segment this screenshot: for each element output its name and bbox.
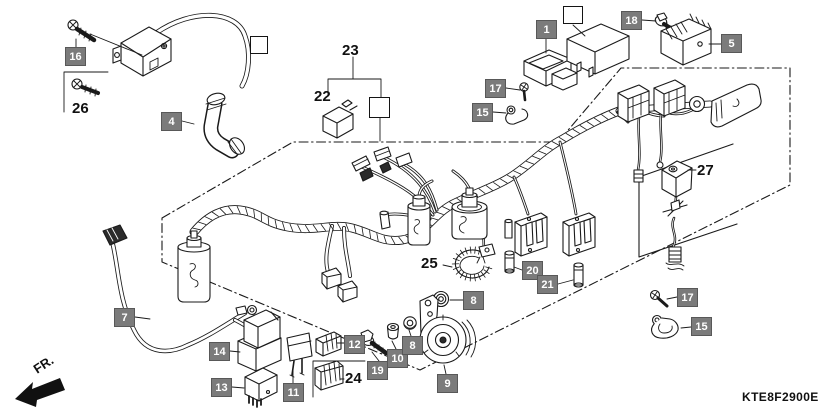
part-number-27[interactable]: 27 (697, 162, 714, 179)
upper-connector-cluster-sketch (351, 146, 413, 230)
clamp-15-bottom-sketch (651, 314, 679, 339)
relay-unit-14-sketch (237, 309, 282, 372)
rubber-mount-27-sketch (661, 160, 693, 271)
sub-region-border-27 (638, 143, 738, 258)
empty-callout-box-2[interactable] (563, 6, 583, 24)
part-label-11[interactable]: 11 (283, 383, 304, 402)
part-label-1[interactable]: 1 (536, 20, 557, 39)
connector-24-sketch (314, 360, 344, 391)
connector-1-sketch (523, 49, 578, 91)
screw-17-bottom-sketch (649, 289, 669, 308)
clip-15-top-sketch (505, 105, 529, 125)
spark-plug-cap-sketch (203, 92, 246, 159)
part-label-5[interactable]: 5 (721, 34, 742, 53)
assembly-boundary-border (161, 67, 791, 371)
regulator-5-sketch (660, 13, 712, 66)
right-connector-group-sketch (617, 79, 762, 128)
tube-part-21-sketch (573, 262, 584, 288)
coupler-plate-a-sketch (514, 212, 548, 257)
part-label-19[interactable]: 19 (367, 361, 388, 380)
condenser-left-sketch (177, 230, 211, 303)
relay-22-sketch (322, 99, 358, 139)
part-label-17-2[interactable]: 17 (677, 288, 698, 307)
part-label-18[interactable]: 18 (621, 11, 642, 30)
leader-lines (63, 19, 722, 398)
part-label-21[interactable]: 21 (537, 275, 558, 294)
horn-9-sketch (419, 294, 477, 364)
part-label-8[interactable]: 8 (402, 336, 423, 355)
part-label-17[interactable]: 17 (485, 79, 506, 98)
harness-tape-ticks (192, 111, 616, 282)
flasher-relay-11-sketch (286, 332, 313, 378)
part-label-15[interactable]: 15 (472, 103, 493, 122)
nut-10-sketch (386, 322, 400, 340)
part-label-13[interactable]: 13 (211, 378, 232, 397)
bolt-16-sketch (67, 19, 97, 43)
front-direction-arrow (15, 378, 65, 407)
diagram-part-code: KTE8F2900E (742, 390, 819, 404)
ignition-coil-sketch (112, 26, 172, 77)
cdi-unit-sketch (566, 23, 630, 78)
tube-part-20-sketch (504, 218, 515, 274)
part-number-25[interactable]: 25 (421, 255, 438, 272)
part-label-15-2[interactable]: 15 (691, 317, 712, 336)
part-label-9[interactable]: 9 (437, 374, 458, 393)
part-number-24[interactable]: 24 (345, 370, 362, 387)
coil-cylinder-sketch (451, 187, 488, 240)
relay-13-sketch (244, 367, 278, 408)
loose-lead-terminals-sketch (476, 161, 664, 264)
part-label-14[interactable]: 14 (209, 342, 230, 361)
part-number-22[interactable]: 22 (314, 88, 331, 105)
grommet-8-sketch (403, 316, 417, 330)
connector-12-sketch (315, 331, 342, 357)
part-label-12[interactable]: 12 (344, 335, 365, 354)
condenser-small-sketch (407, 194, 431, 246)
part-label-8-2[interactable]: 8 (463, 291, 484, 310)
part-label-7[interactable]: 7 (114, 308, 135, 327)
coupler-plate-b-sketch (562, 212, 596, 257)
bolt-26-sketch (71, 78, 100, 97)
part-number-23[interactable]: 23 (342, 42, 359, 59)
lower-connector-pair-sketch (321, 267, 358, 303)
part-label-4[interactable]: 4 (161, 112, 182, 131)
empty-callout-box-1[interactable] (250, 36, 268, 54)
part-number-26[interactable]: 26 (72, 100, 89, 117)
screw-17-top-sketch (519, 82, 529, 102)
clamp-25-sketch (454, 243, 496, 279)
empty-callout-box-3[interactable] (369, 97, 390, 118)
part-label-16[interactable]: 16 (65, 47, 86, 66)
